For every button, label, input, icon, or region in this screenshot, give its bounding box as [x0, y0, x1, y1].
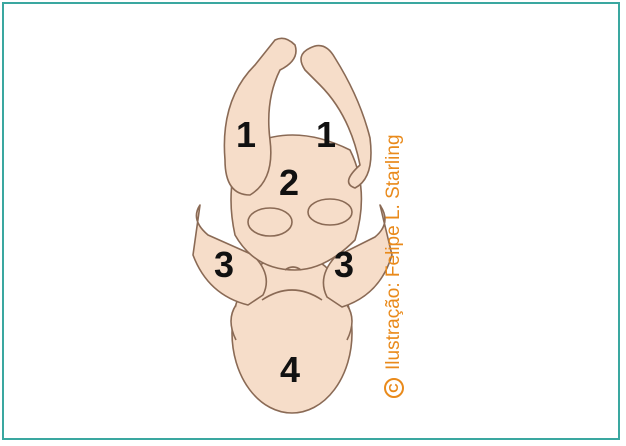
label-legs-right: 1	[316, 117, 336, 153]
illustration-credit: C Ilustração: Felipe L. Starling	[383, 134, 405, 398]
label-head: 4	[280, 352, 300, 388]
copyright-icon: C	[384, 378, 404, 398]
credit-text: Ilustração: Felipe L. Starling	[383, 134, 405, 370]
left-hand	[248, 208, 292, 236]
label-torso: 2	[279, 165, 299, 201]
label-shoulder-left: 3	[214, 247, 234, 283]
label-legs-left: 1	[236, 117, 256, 153]
right-hand	[308, 199, 352, 225]
label-shoulder-right: 3	[334, 247, 354, 283]
